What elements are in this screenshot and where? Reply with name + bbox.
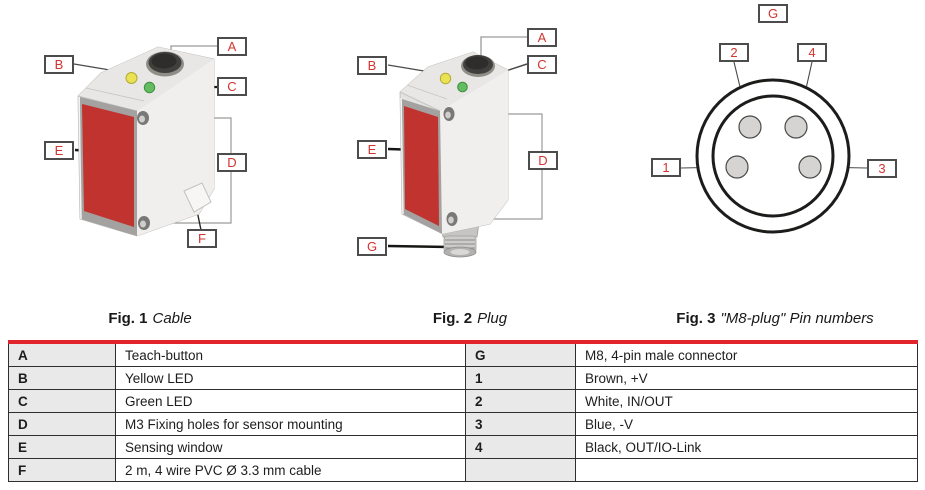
legend-desc-f: 2 m, 4 wire PVC Ø 3.3 mm cable xyxy=(115,458,466,482)
fixing-hole-top-highlight xyxy=(139,115,145,123)
sensor-cap-parting-line xyxy=(85,87,145,102)
figures-artwork xyxy=(73,36,868,258)
fig2-callout-g: G xyxy=(357,237,387,256)
legend-row: E Sensing window 4 Black, OUT/IO-Link xyxy=(8,435,918,459)
yellow-led xyxy=(125,72,138,84)
fig3-caption: Fig. 3"M8-plug" Pin numbers xyxy=(625,310,925,327)
legend-key-2: 2 xyxy=(465,389,576,413)
legend-desc-b: Yellow LED xyxy=(115,366,466,390)
fig2-caption-title: Plug xyxy=(477,310,508,327)
legend-desc-4: Black, OUT/IO-Link xyxy=(575,435,918,459)
legend-key-g: G xyxy=(465,341,576,367)
fig1-callout-b: B xyxy=(44,55,74,74)
fig2-callout-d: D xyxy=(528,151,558,170)
fixing-hole-bottom-highlight xyxy=(140,220,146,228)
legend-row: F 2 m, 4 wire PVC Ø 3.3 mm cable xyxy=(8,458,918,482)
fig1-callout-d: D xyxy=(217,153,247,172)
pin-3 xyxy=(798,155,822,179)
fig2-callout-b: B xyxy=(357,56,387,75)
sensing-window xyxy=(82,104,134,227)
legend-desc-2: White, IN/OUT xyxy=(575,389,918,413)
legend-key-c: C xyxy=(8,389,116,413)
fig1-callout-e: E xyxy=(44,141,74,160)
legend-table: A Teach-button G M8, 4-pin male connecto… xyxy=(8,340,918,482)
fig1-callout-f: F xyxy=(187,229,217,248)
legend-key-f: F xyxy=(8,458,116,482)
pin-4 xyxy=(784,115,808,139)
fixing-hole-bottom-highlight xyxy=(448,216,454,224)
legend-row: B Yellow LED 1 Brown, +V xyxy=(8,366,918,390)
legend-key-4: 4 xyxy=(465,435,576,459)
legend-key-b: B xyxy=(8,366,116,390)
fig3-callout-1: 1 xyxy=(651,158,681,177)
sensor-cap-parting-line xyxy=(406,84,448,100)
legend-key-3: 3 xyxy=(465,412,576,436)
fixing-hole-top-highlight xyxy=(445,111,451,119)
fig3-callout-g: G xyxy=(758,4,788,23)
legend-desc-g: M8, 4-pin male connector xyxy=(575,341,918,367)
legend-row: C Green LED 2 White, IN/OUT xyxy=(8,389,918,413)
fig3-caption-title: "M8-plug" Pin numbers xyxy=(720,310,874,327)
legend-key-empty xyxy=(465,458,576,482)
legend-desc-1: Brown, +V xyxy=(575,366,918,390)
pin-2 xyxy=(738,115,762,139)
fig3-callout-4: 4 xyxy=(797,43,827,62)
legend-desc-d: M3 Fixing holes for sensor mounting xyxy=(115,412,466,436)
connector-outer-circle xyxy=(695,78,851,234)
fig1-callout-a: A xyxy=(217,37,247,56)
green-led xyxy=(457,81,468,93)
legend-key-d: D xyxy=(8,412,116,436)
cable-boot xyxy=(183,182,212,213)
legend-desc-empty xyxy=(575,458,918,482)
legend-key-1: 1 xyxy=(465,366,576,390)
teach-button-top xyxy=(151,53,177,69)
legend-desc-a: Teach-button xyxy=(115,341,466,367)
pin-1 xyxy=(725,155,749,179)
sensor-side-face xyxy=(440,70,508,234)
fig2-callout-c: C xyxy=(527,55,557,74)
legend-row: D M3 Fixing holes for sensor mounting 3 … xyxy=(8,412,918,436)
sensor-edge-line xyxy=(77,95,138,112)
sensing-window xyxy=(404,106,439,226)
plug-end-bore xyxy=(450,249,470,255)
fig3-callout-3: 3 xyxy=(867,159,897,178)
legend-desc-e: Sensing window xyxy=(115,435,466,459)
fig1-sensor-illustration xyxy=(73,45,232,237)
sensor-front-edge-highlight xyxy=(78,96,82,220)
fig1-callout-c: C xyxy=(217,77,247,96)
legend-row: A Teach-button G M8, 4-pin male connecto… xyxy=(8,341,918,367)
sensor-front-edge-highlight xyxy=(400,97,404,215)
fig3-callout-2: 2 xyxy=(719,43,749,62)
teach-button-top xyxy=(465,56,489,70)
legend-key-e: E xyxy=(8,435,116,459)
fig2-leader-line-a xyxy=(480,36,527,55)
legend-desc-3: Blue, -V xyxy=(575,412,918,436)
yellow-led xyxy=(439,72,452,85)
fig2-sensor-illustration xyxy=(387,36,543,258)
fig1-caption-title: Cable xyxy=(152,310,192,327)
fig3-pin-diagram xyxy=(680,61,868,234)
connector-inner-circle xyxy=(711,94,835,218)
sensor-edge-line xyxy=(399,91,441,112)
fig3-caption-number: Fig. 3 xyxy=(676,310,716,327)
fig2-callout-a: A xyxy=(527,28,557,47)
fig2-leader-line-g xyxy=(387,244,450,249)
fig2-caption-number: Fig. 2 xyxy=(432,310,473,327)
green-led xyxy=(143,81,156,94)
legend-desc-c: Green LED xyxy=(115,389,466,413)
legend-key-a: A xyxy=(8,341,116,367)
fig2-callout-e: E xyxy=(357,140,387,159)
fig1-caption-number: Fig. 1 xyxy=(108,310,148,327)
